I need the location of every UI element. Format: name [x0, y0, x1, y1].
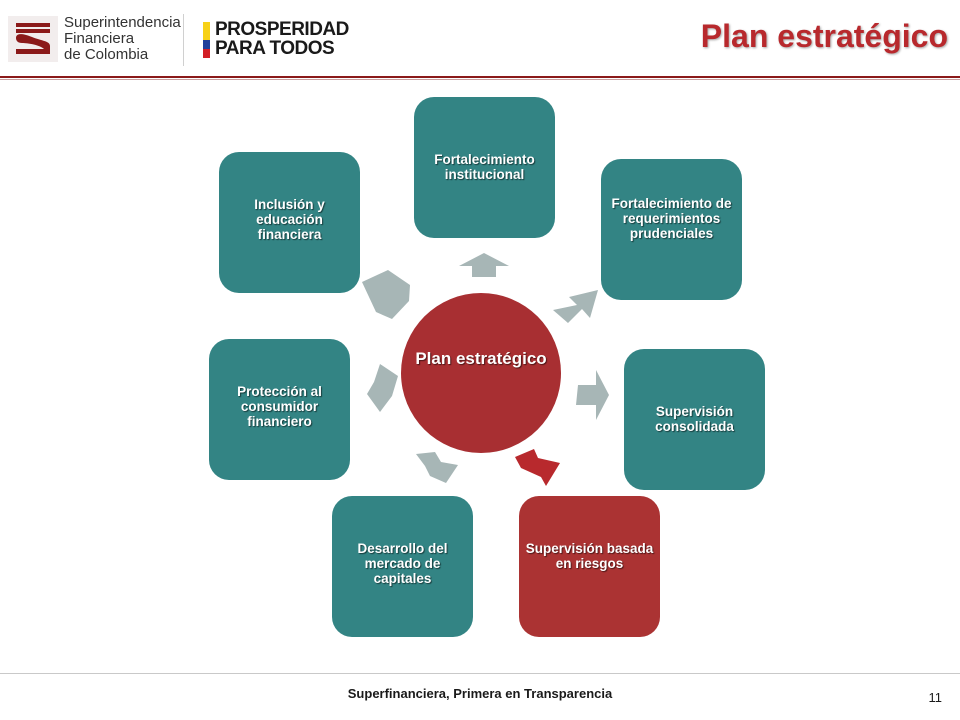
- campaign-logo-line: PARA TODOS: [215, 38, 335, 59]
- header-divider-secondary: [0, 79, 960, 80]
- center-node-plan-estrategico: Plan estratégico: [401, 293, 561, 453]
- sfc-logo: Superintendencia Financiera de Colombia: [8, 14, 184, 66]
- arrow-icon: [367, 364, 398, 412]
- arrow-icon: [553, 290, 598, 323]
- sfc-logo-line: de Colombia: [64, 46, 149, 63]
- arrow-icon: [515, 449, 560, 486]
- header-divider: [0, 76, 960, 78]
- node-supervision-riesgos: Supervisión basada en riesgos: [519, 496, 660, 637]
- arrow-icon: [362, 270, 410, 319]
- node-label: Inclusión y educación financiera: [254, 197, 325, 242]
- page-number: 11: [928, 690, 943, 705]
- center-node-label: Plan estratégico: [415, 349, 547, 368]
- colombia-flag-icon: [203, 22, 210, 58]
- node-proteccion-consumidor: Protección al consumidor financiero: [209, 339, 350, 480]
- node-label: Protección al consumidor financiero: [237, 384, 322, 429]
- arrow-icon: [576, 370, 609, 420]
- arrow-icon: [459, 253, 509, 277]
- node-mercado-capitales: Desarrollo del mercado de capitales: [332, 496, 473, 637]
- node-label: Fortalecimiento institucional: [434, 152, 535, 182]
- footer-divider: [0, 673, 960, 674]
- node-inclusion-educacion: Inclusión y educación financiera: [219, 152, 360, 293]
- footer-tagline: Superfinanciera, Primera en Transparenci…: [347, 686, 613, 701]
- campaign-logo-text: PROSPERIDAD PARA TODOS: [215, 20, 349, 58]
- sfc-logo-icon: [8, 16, 58, 62]
- campaign-logo-line: PROSPERIDAD: [215, 19, 349, 40]
- campaign-logo: PROSPERIDAD PARA TODOS: [203, 18, 353, 62]
- node-label: Desarrollo del mercado de capitales: [357, 541, 448, 586]
- node-label: Fortalecimiento de requerimientos pruden…: [611, 196, 732, 241]
- node-requerimientos-prudenciales: Fortalecimiento de requerimientos pruden…: [601, 159, 742, 300]
- logo-divider: [183, 14, 184, 66]
- node-label: Supervisión consolidada: [655, 404, 734, 434]
- sfc-logo-text: Superintendencia Financiera de Colombia: [64, 15, 181, 63]
- node-fortalecimiento-institucional: Fortalecimiento institucional: [414, 97, 555, 238]
- node-supervision-consolidada: Supervisión consolidada: [624, 349, 765, 490]
- page-title: Plan estratégico: [700, 18, 948, 54]
- node-label: Supervisión basada en riesgos: [525, 541, 654, 571]
- sfc-logo-line: Financiera: [64, 30, 135, 47]
- sfc-logo-line: Superintendencia: [64, 14, 181, 31]
- arrow-icon: [416, 452, 458, 483]
